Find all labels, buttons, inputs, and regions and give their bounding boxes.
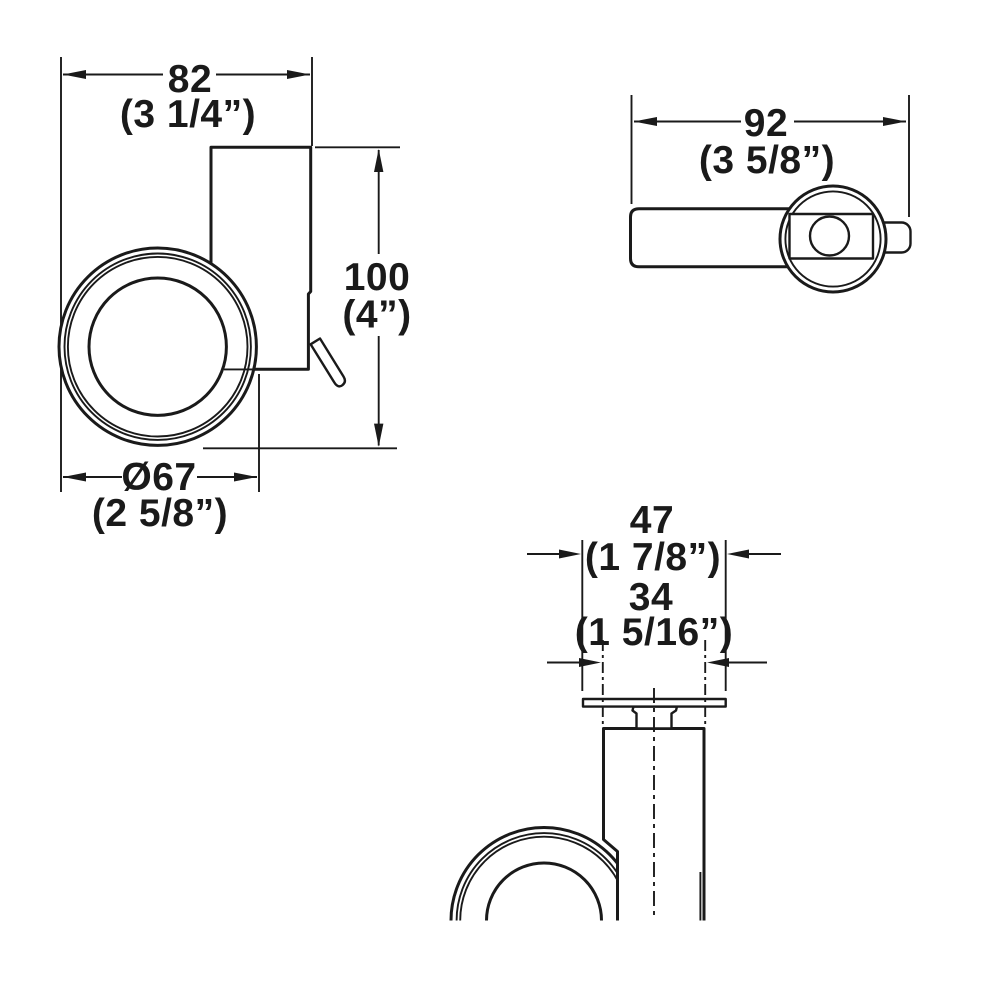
side-width-inch-label: (3 1/4”) (120, 93, 256, 136)
front-plate-mm-label: 47 (630, 499, 674, 542)
top-view: 92 (3 5/8”) (629, 95, 912, 294)
front-stem-arrow-left (579, 658, 601, 667)
front-plate-arrow-right (727, 549, 749, 559)
side-diameter-arrow-right (234, 472, 257, 482)
side-height-mm-label: 100 (344, 256, 411, 299)
top-depth-mm-label: 92 (744, 102, 788, 145)
front-stem-arrow-right (707, 658, 729, 667)
top-wheel-body (629, 207, 802, 269)
front-wheel-ring-2 (459, 835, 629, 921)
side-brake-lever (309, 337, 347, 388)
side-width-arrow-left (63, 70, 86, 79)
side-wheel-ring-1 (63, 252, 252, 441)
side-height-arrow-up (374, 149, 384, 172)
front-stem-inch-label: (1 5/16”) (575, 611, 733, 654)
front-stem-mm-label: 34 (629, 576, 673, 619)
front-wheel-hub (485, 861, 603, 921)
top-stem-hole (808, 215, 851, 257)
side-height-arrow-down (374, 423, 384, 447)
front-view: 47 (1 7/8”) 34 (1 5/16”) (449, 499, 781, 921)
side-diameter-mm-label: Ø67 (121, 456, 196, 499)
side-diameter-arrow-left (63, 472, 86, 482)
front-plate-arrow-left (559, 549, 581, 559)
top-depth-inch-label: (3 5/8”) (699, 139, 835, 182)
side-width-mm-label: 82 (168, 58, 212, 101)
front-plate-inch-label: (1 7/8”) (585, 536, 721, 579)
top-depth-arrow-right (883, 117, 906, 126)
side-width-arrow-right (287, 70, 310, 79)
side-height-inch-label: (4”) (342, 294, 411, 337)
side-wheel-ring-2 (66, 255, 249, 438)
side-wheel-hub (87, 276, 228, 417)
side-view: 82 (3 1/4”) 100 (4”) Ø67 (2 5/8”) (57, 57, 411, 535)
side-diameter-inch-label: (2 5/8”) (92, 492, 228, 535)
top-depth-arrow-left (634, 117, 657, 126)
top-swivel-housing-inner-ring (784, 190, 882, 288)
